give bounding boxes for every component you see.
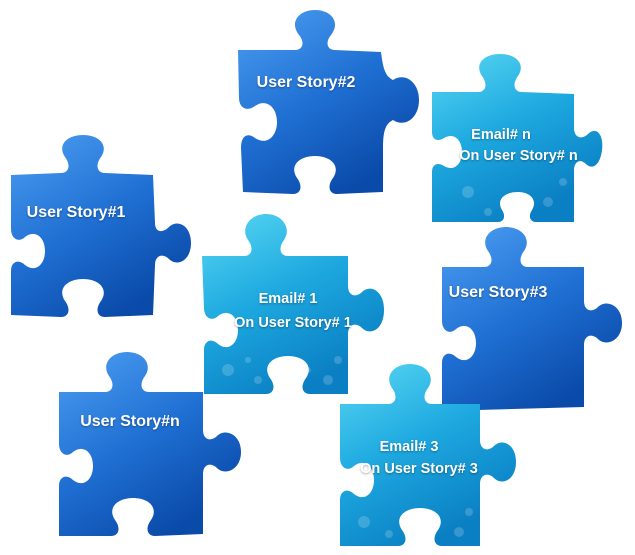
puzzle-piece-user-story-3: User Story#3: [438, 225, 630, 415]
piece-label-line1: Email# 3: [379, 439, 439, 455]
piece-label-line1: Email# 1: [258, 291, 318, 307]
piece-label-line2: On User Story# 1: [234, 315, 352, 331]
piece-label: User Story#1: [26, 204, 126, 221]
piece-label-line2: On User Story# 3: [360, 461, 478, 477]
piece-label: User Story#2: [256, 74, 356, 91]
piece-label-line1: Email# n: [471, 127, 531, 143]
puzzle-piece-shape: [11, 135, 191, 317]
puzzle-piece-shape: [238, 10, 419, 194]
puzzle-piece-email-n: Email# n On User Story# n: [428, 52, 603, 224]
puzzle-piece-user-story-1: User Story#1: [5, 133, 195, 333]
puzzle-piece-shape: [432, 54, 603, 222]
puzzle-piece-shape: [59, 352, 241, 536]
puzzle-piece-email-3: Email# 3 On User Story# 3: [334, 362, 534, 552]
piece-label-line2: On User Story# n: [459, 148, 578, 164]
puzzle-piece-user-story-n: User Story#n: [55, 350, 250, 542]
puzzle-piece-shape: [442, 227, 622, 411]
piece-label: User Story#3: [448, 284, 548, 301]
puzzle-piece-shape: [202, 214, 384, 394]
puzzle-piece-shape: [340, 364, 516, 546]
puzzle-piece-user-story-2: User Story#2: [233, 8, 423, 198]
puzzle-piece-email-1: Email# 1 On User Story# 1: [198, 210, 408, 400]
piece-label: User Story#n: [80, 413, 180, 430]
